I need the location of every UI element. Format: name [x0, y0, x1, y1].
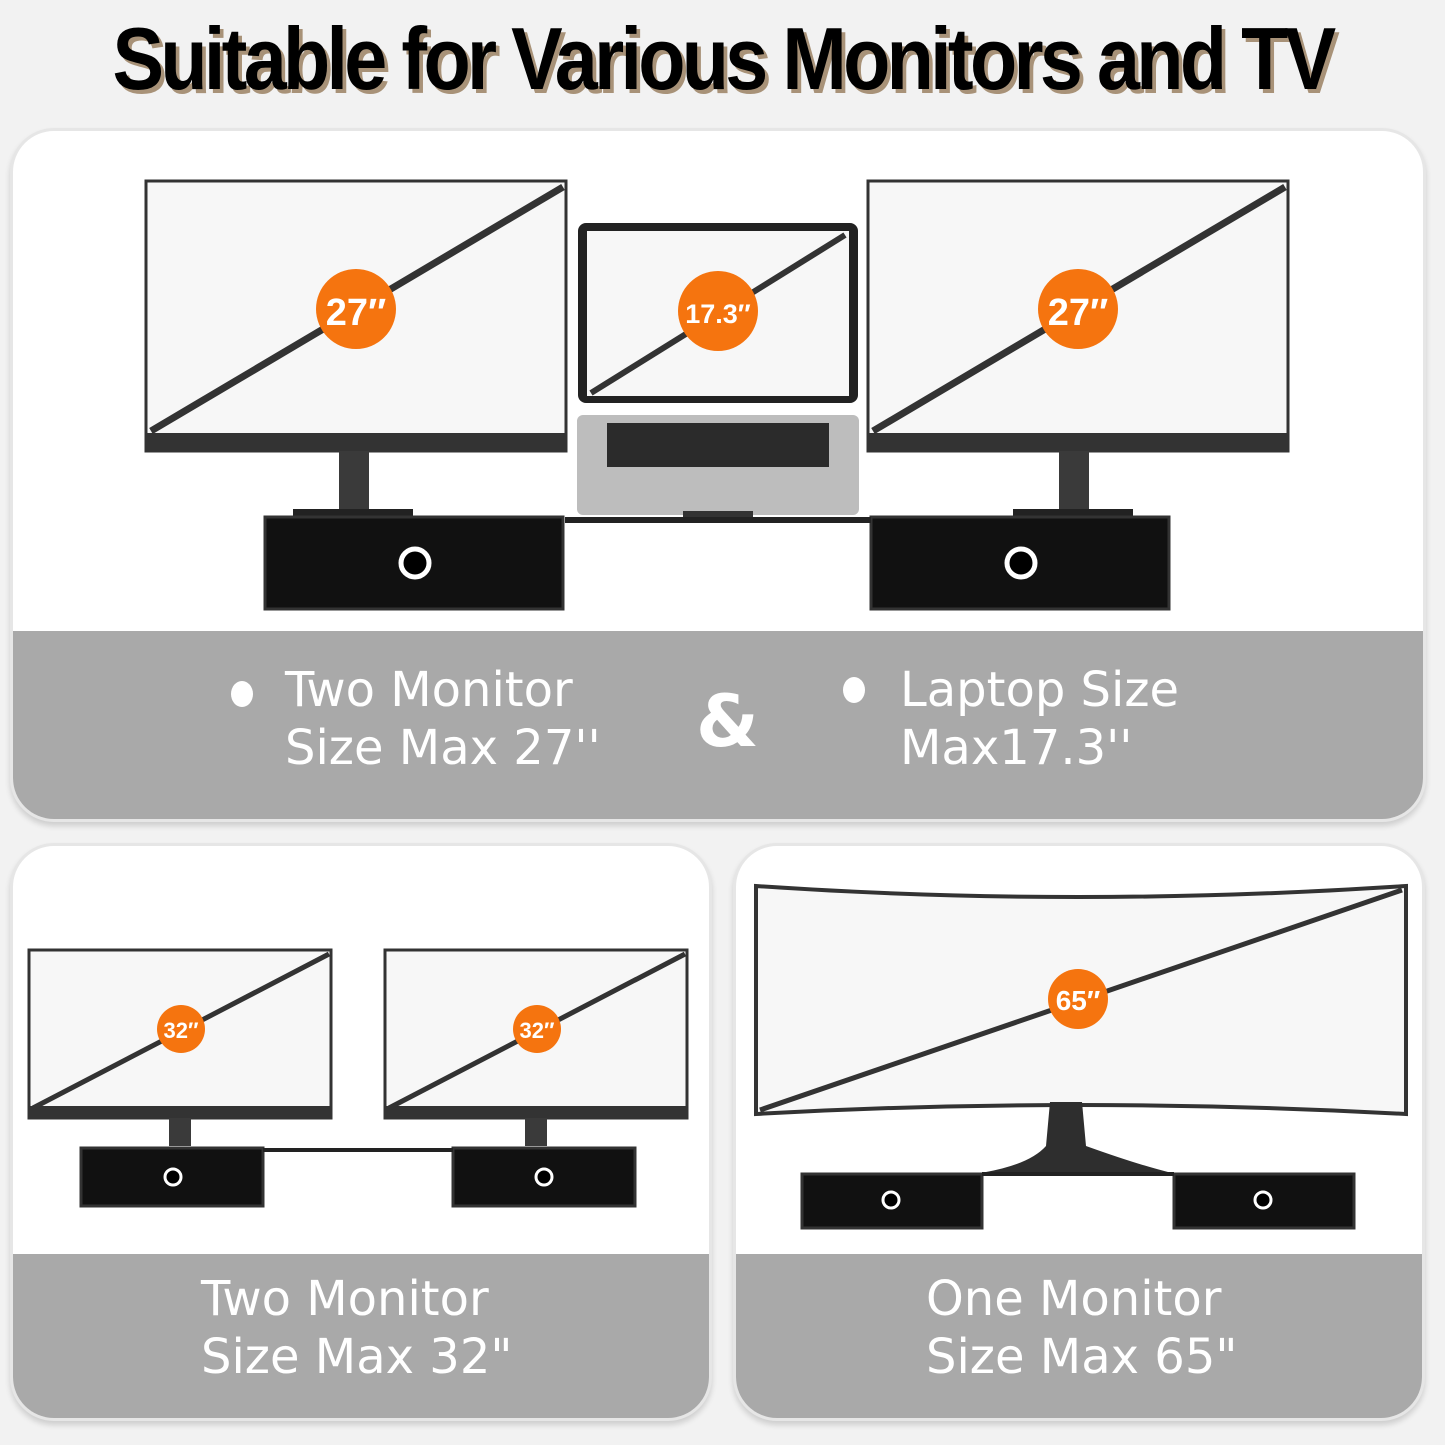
bullet-icon: [843, 677, 865, 703]
size-badge: 27″: [326, 292, 386, 334]
card-dual-monitor-laptop: 27″ 17.3″ 27″ Two Monitor Size Max 27'' …: [10, 128, 1426, 822]
caption-laptop-173: Laptop Size Max17.3'': [900, 662, 1180, 776]
size-badge: 32″: [163, 1018, 198, 1043]
ampersand: &: [696, 679, 759, 763]
caption-band: One Monitor Size Max 65": [736, 1254, 1422, 1418]
page-title: Suitable for Various Monitors and TV: [112, 9, 1336, 108]
one-monitor-65-illustration: 65″: [754, 883, 1408, 1230]
caption-band: Two Monitor Size Max 27'' & Laptop Size …: [13, 631, 1423, 819]
card-two-monitor-32: 32″ 32″ Two Monitor Size Max 32": [10, 843, 712, 1421]
dual-monitor-laptop-illustration: 27″ 17.3″ 27″: [144, 179, 1290, 611]
caption-one-monitor-65: One Monitor Size Max 65": [926, 1271, 1238, 1385]
bullet-icon: [231, 681, 253, 707]
card-one-monitor-65: 65″ One Monitor Size Max 65": [733, 843, 1425, 1421]
caption-two-monitor-27: Two Monitor Size Max 27'': [285, 662, 601, 776]
caption-two-monitor-32: Two Monitor Size Max 32": [201, 1271, 513, 1385]
size-badge: 17.3″: [685, 299, 751, 329]
size-badge: 32″: [519, 1018, 554, 1043]
two-monitor-32-illustration: 32″ 32″: [27, 948, 689, 1208]
caption-band: Two Monitor Size Max 32": [13, 1254, 709, 1418]
size-badge: 65″: [1056, 985, 1101, 1016]
size-badge: 27″: [1048, 292, 1108, 334]
